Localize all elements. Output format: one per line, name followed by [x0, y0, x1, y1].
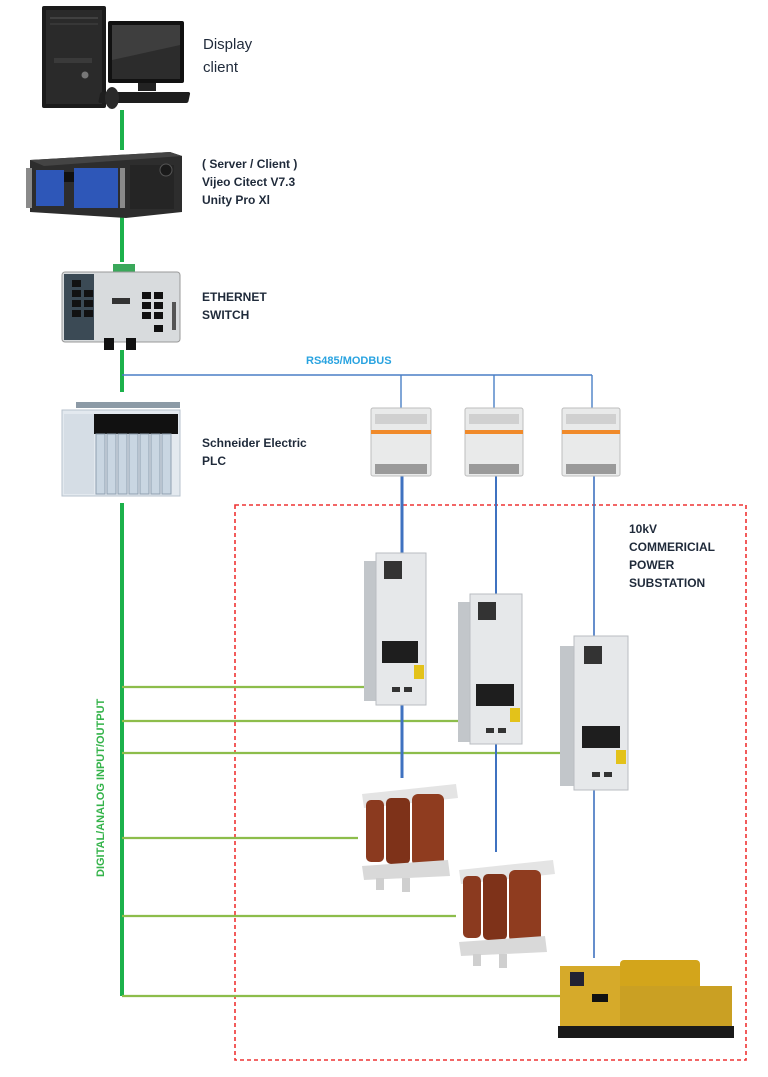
display-client-label-line1: Display [203, 36, 253, 53]
server-label-line2: Vijeo Citect V7.3 [202, 175, 296, 189]
feeder-lines [400, 476, 595, 958]
rs485-bus-label: RS485/MODBUS [306, 355, 392, 367]
plc-label-line2: PLC [202, 454, 226, 468]
io-bus-label: DIGITAL/ANALOG INPUT/OUTPUT [95, 698, 107, 877]
server-label-line1: ( Server / Client ) [202, 157, 298, 171]
display-client-label: Display client [203, 33, 252, 79]
display-client-label-line2: client [203, 59, 239, 76]
power-meter-icon [464, 407, 524, 477]
desktop-computer-icon [42, 6, 191, 109]
switchgear-cabinet-icon [560, 635, 629, 791]
server-label: ( Server / Client ) Vijeo Citect V7.3 Un… [202, 155, 297, 209]
dry-transformer-icon [459, 860, 555, 968]
plc-rack-icon [61, 402, 181, 497]
rs485-bus [122, 374, 593, 408]
power-meter-icon [561, 407, 621, 477]
diesel-generator-icon [558, 960, 734, 1038]
plc-label: Schneider Electric PLC [202, 434, 307, 470]
switchgear-cabinet-icon [364, 552, 427, 706]
substation-label-line2: COMMERICIAL [629, 540, 715, 554]
substation-label: 10kV COMMERICIAL POWER SUBSTATION [629, 520, 715, 592]
substation-boundary [234, 504, 747, 1061]
rack-server-icon [26, 152, 182, 218]
plc-label-line1: Schneider Electric [202, 436, 307, 450]
io-branches [122, 685, 564, 998]
ethernet-switch-icon [61, 264, 181, 350]
substation-label-line4: SUBSTATION [629, 576, 706, 590]
substation-label-line1: 10kV [629, 522, 658, 536]
switch-label-line2: SWITCH [202, 308, 250, 322]
switch-label-line1: ETHERNET [202, 290, 267, 304]
dry-transformer-icon [362, 784, 458, 892]
power-meter-icon [370, 407, 432, 477]
switchgear-cabinet-icon [458, 593, 523, 745]
substation-label-line3: POWER [629, 558, 675, 572]
server-label-line3: Unity Pro Xl [202, 193, 271, 207]
ethernet-switch-label: ETHERNET SWITCH [202, 288, 267, 324]
